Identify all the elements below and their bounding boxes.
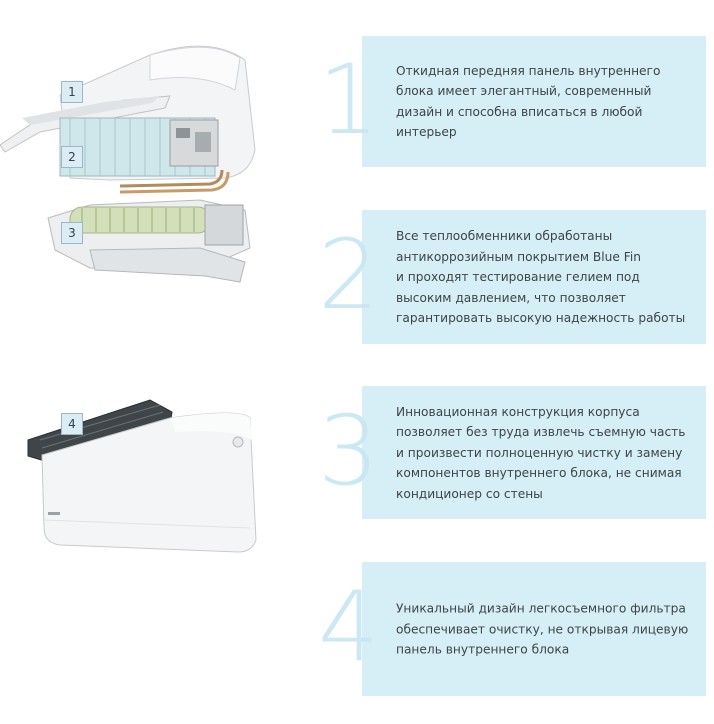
feature-description: Все теплообменники обработаны антикорроз…: [396, 228, 686, 325]
feature-number: 3: [318, 394, 380, 507]
feature-number: 4: [318, 571, 380, 684]
illustration-badge-3: 3: [61, 222, 83, 244]
illustration-badge-2: 2: [61, 146, 83, 168]
feature-card-4: 4 Уникальный дизайн легкосъемного фильтр…: [318, 562, 706, 696]
ac-unit-filter-illustration: [27, 399, 257, 553]
feature-description: Инновационная конструкция корпуса позвол…: [396, 404, 686, 501]
feature-description: Уникальный дизайн легкосъемного фильтра …: [396, 601, 689, 657]
ac-unit-exploded-illustration: [0, 45, 256, 283]
feature-number: 2: [318, 219, 380, 332]
illustration-badge-1: 1: [61, 81, 83, 103]
illustration-badge-4: 4: [61, 413, 83, 435]
feature-number: 1: [318, 43, 380, 156]
feature-description: Откидная передняя панель внутреннего бло…: [396, 63, 661, 140]
feature-card-1: 1 Откидная передняя панель внутреннего б…: [318, 36, 706, 167]
feature-card-3: 3 Инновационная конструкция корпуса позв…: [318, 386, 706, 519]
feature-card-2: 2 Все теплообменники обработаны антикорр…: [318, 210, 706, 344]
